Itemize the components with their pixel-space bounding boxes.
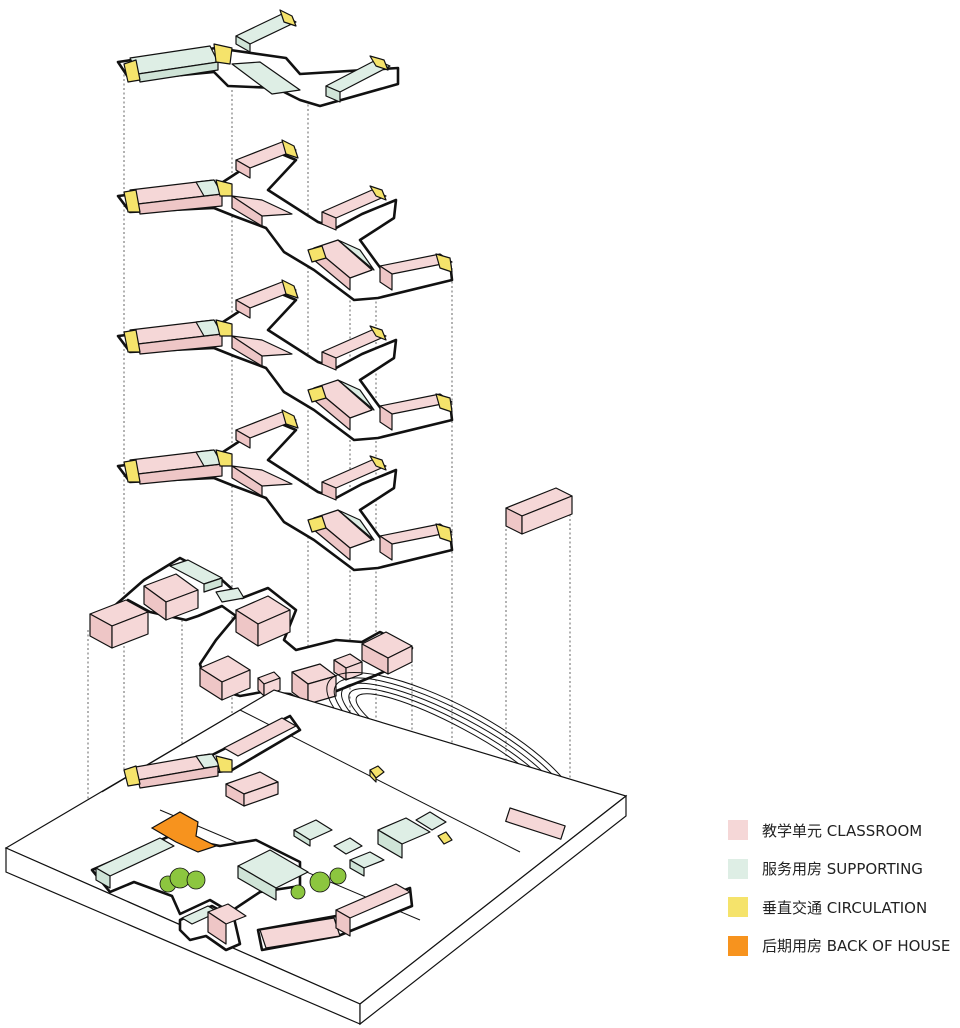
legend-item-back-of-house: 后期用房 BACK OF HOUSE bbox=[728, 935, 956, 956]
isolated-block bbox=[505, 487, 573, 535]
ground-wing bbox=[123, 714, 385, 807]
legend-label-circulation: 垂直交通 CIRCULATION bbox=[762, 898, 928, 917]
ground-buildings bbox=[90, 807, 566, 952]
circulation-swatch-icon bbox=[728, 897, 748, 917]
legend-label-classroom: 教学单元 CLASSROOM bbox=[762, 821, 923, 840]
legend-label-back-of-house: 后期用房 BACK OF HOUSE bbox=[762, 937, 951, 955]
floor-4 bbox=[116, 138, 454, 302]
classroom-swatch-icon bbox=[728, 820, 748, 840]
ground-slab bbox=[4, 689, 628, 1026]
floor-2 bbox=[116, 408, 454, 572]
legend-item-classroom: 教学单元 CLASSROOM bbox=[728, 820, 956, 840]
legend-item-circulation: 垂直交通 CIRCULATION bbox=[728, 897, 956, 917]
trees bbox=[159, 867, 347, 900]
floor-1 bbox=[89, 556, 414, 705]
supporting-swatch-icon bbox=[728, 858, 748, 879]
floor-top bbox=[116, 8, 400, 108]
legend-label-supporting: 服务用房 SUPPORTING bbox=[762, 860, 923, 878]
legend: 教学单元 CLASSROOM 服务用房 SUPPORTING 垂直交通 CIRC… bbox=[728, 820, 956, 974]
legend-item-supporting: 服务用房 SUPPORTING bbox=[728, 858, 956, 879]
back-of-house-swatch-icon bbox=[728, 935, 748, 956]
